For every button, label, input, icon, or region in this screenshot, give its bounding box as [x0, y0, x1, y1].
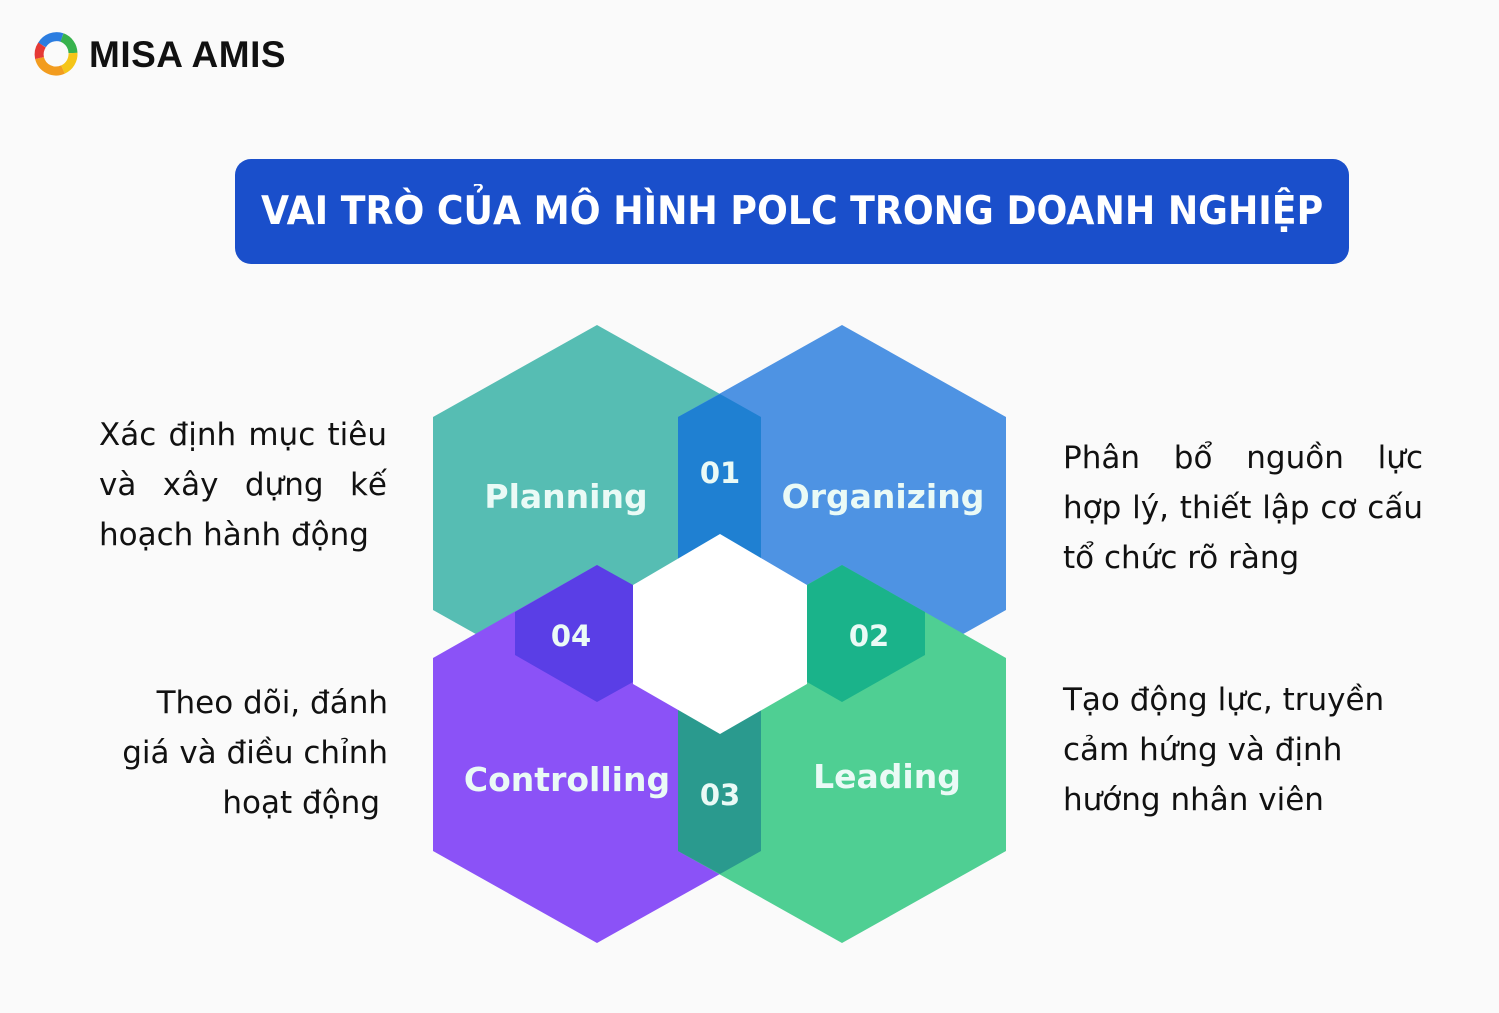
leading-label: Leading: [813, 757, 961, 796]
controlling-description: Theo dõi, đánh giá và điều chỉnh hoạt độ…: [100, 678, 388, 828]
overlap-04-planning-controlling: [515, 565, 633, 702]
planning-description: Xác định mục tiêu và xây dựng kế hoạch h…: [99, 410, 387, 560]
overlap-number-01: 01: [700, 456, 740, 490]
center-hexagon: [633, 534, 807, 734]
overlap-number-02: 02: [849, 619, 889, 653]
overlap-number-04: 04: [551, 619, 591, 653]
brand-logo: MISA AMIS: [33, 31, 286, 77]
description-line: hợp lý, thiết lập cơ cấu: [1063, 490, 1423, 526]
description-line: hoạt động: [222, 785, 380, 821]
description-line: hoạch hành động: [99, 517, 369, 553]
description-line: tổ chức rõ ràng: [1063, 540, 1300, 576]
description-line: giá và điều chỉnh: [122, 735, 388, 771]
description-line: Phân bổ nguồn lực: [1063, 440, 1423, 476]
description-line: Theo dõi, đánh: [156, 685, 388, 721]
description-line: hướng nhân viên: [1063, 782, 1324, 818]
description-line: Tạo động lực, truyền: [1063, 682, 1385, 718]
description-line: cảm hứng và định: [1063, 732, 1343, 768]
page-title: VAI TRÒ CỦA MÔ HÌNH POLC TRONG DOANH NGH…: [260, 189, 1324, 234]
leading-description: Tạo động lực, truyền cảm hứng và định hư…: [1063, 675, 1423, 825]
organizing-label: Organizing: [782, 477, 985, 516]
misa-swirl-logo-icon: [34, 32, 78, 76]
title-banner: VAI TRÒ CỦA MÔ HÌNH POLC TRONG DOANH NGH…: [235, 159, 1349, 264]
overlap-02-organizing-leading: [807, 565, 925, 702]
overlap-number-03: 03: [700, 778, 740, 812]
planning-label: Planning: [484, 477, 647, 516]
organizing-description: Phân bổ nguồn lực hợp lý, thiết lập cơ c…: [1063, 433, 1423, 583]
controlling-label: Controlling: [464, 760, 670, 799]
description-line: và xây dựng kế: [99, 467, 387, 503]
brand-name: MISA AMIS: [89, 33, 287, 75]
description-line: Xác định mục tiêu: [99, 417, 387, 453]
